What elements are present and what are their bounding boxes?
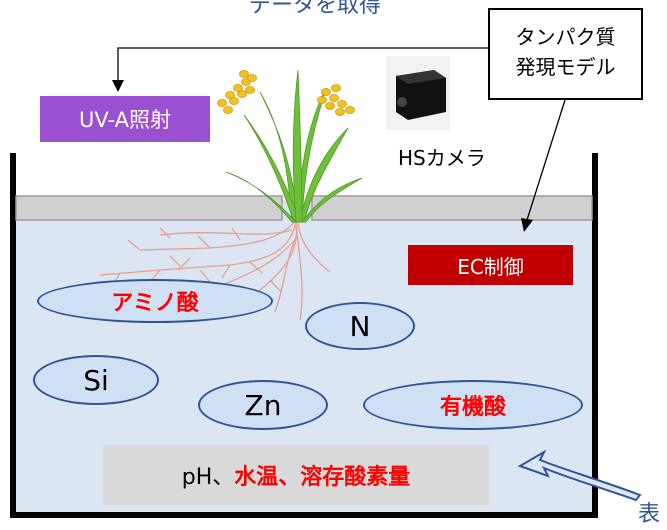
amino-acid-ellipse: アミノ酸 [37, 279, 273, 323]
plant-roots [99, 221, 331, 321]
uv-arrowhead [112, 80, 124, 92]
tank-bottom [10, 512, 598, 518]
uv-a-irradiation-label: UV-A照射 [40, 96, 210, 142]
bottom-partial-label: 表 [638, 502, 661, 527]
nitrogen-ellipse: N [305, 302, 415, 350]
zinc-label: Zn [244, 388, 282, 422]
nitrogen-label: N [349, 309, 371, 343]
tank-right-wall [592, 153, 598, 515]
ph-label: pH、 [181, 465, 235, 490]
hs-camera-image [386, 56, 450, 130]
silicon-ellipse: Si [33, 355, 159, 405]
lid-right [311, 195, 593, 221]
model-connector-line [526, 99, 566, 221]
organic-acid-label: 有機酸 [439, 395, 506, 420]
amino-acid-label: アミノ酸 [111, 291, 199, 316]
lid-left [15, 195, 283, 221]
plant-leaves [225, 69, 363, 223]
water-temp-do-label: 水温、溶存酸素量 [234, 465, 411, 490]
inflow-arrow [517, 449, 642, 502]
hs-camera-label: HSカメラ [398, 146, 486, 170]
silicon-label: Si [83, 363, 109, 397]
model-arrowhead [521, 218, 533, 232]
water-conditions-box: pH、水温、溶存酸素量 [103, 445, 489, 505]
plant-grains [217, 70, 355, 116]
organic-acid-ellipse: 有機酸 [363, 380, 583, 430]
model-line-1: タンパク質 [515, 25, 616, 49]
tank-left-wall [10, 153, 16, 515]
ec-control-label: EC制御 [408, 245, 573, 285]
model-line-2: 発現モデル [515, 55, 616, 79]
uv-connector-line [117, 47, 488, 84]
protein-expression-model-box: タンパク質 発現モデル [488, 8, 643, 100]
top-title: データを取得 [248, 0, 381, 18]
zinc-ellipse: Zn [198, 380, 328, 430]
